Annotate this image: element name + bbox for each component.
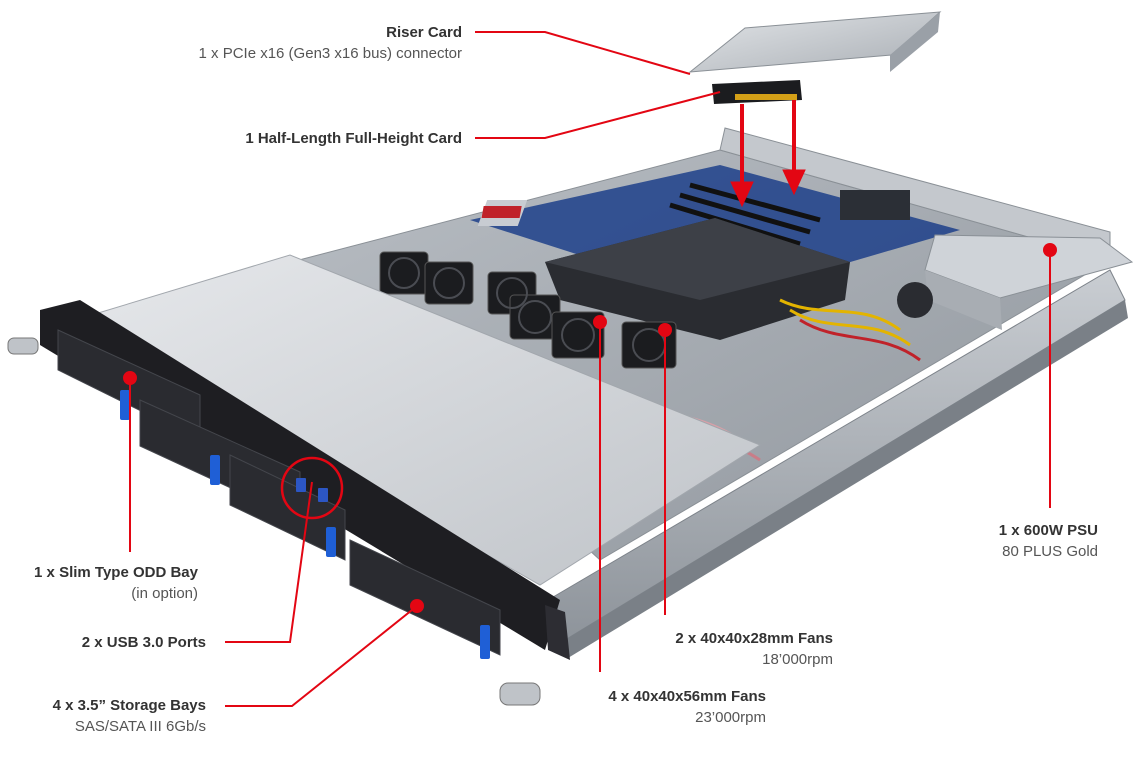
storage-bays-sub: SAS/SATA III 6Gb/s	[74, 718, 206, 735]
power-supply-unit	[897, 234, 1134, 330]
storage-bays-title: 4 x 3.5” Storage Bays	[52, 697, 206, 714]
fans-28mm-sub: 18’000rpm	[762, 651, 833, 668]
callout-half-length-card: 1 Half-Length Full-Height Card	[100, 128, 462, 149]
psu-sub: 80 PLUS Gold	[1002, 543, 1098, 560]
usb-highlight-ring	[280, 456, 344, 520]
rack-handles	[7, 337, 541, 706]
riser-card-title: Riser Card	[386, 24, 462, 41]
expansion-slots	[669, 182, 821, 247]
callout-odd-bay: 1 x Slim Type ODD Bay (in option)	[0, 562, 198, 604]
callout-fans-28mm: 2 x 40x40x28mm Fans 18’000rpm	[600, 628, 833, 670]
chassis-rear-wall	[719, 127, 1111, 261]
usb-ports-title: 2 x USB 3.0 Ports	[81, 634, 206, 651]
air-shroud	[545, 218, 850, 340]
callout-leader-lines	[129, 31, 1051, 707]
callout-riser-card: Riser Card 1 x PCIe x16 (Gen3 x16 bus) c…	[100, 22, 462, 64]
half-length-card-title: 1 Half-Length Full-Height Card	[245, 130, 462, 147]
callout-storage-bays: 4 x 3.5” Storage Bays SAS/SATA III 6Gb/s	[0, 695, 206, 737]
odd-bay-sub: (in option)	[131, 585, 198, 602]
fan-array	[379, 251, 677, 369]
riser-card-sub: 1 x PCIe x16 (Gen3 x16 bus) connector	[198, 45, 462, 62]
riser-install-arrows	[730, 100, 806, 208]
fans-56mm-sub: 23’000rpm	[695, 709, 766, 726]
fans-56mm-title: 4 x 40x40x56mm Fans	[608, 688, 766, 705]
riser-card	[688, 11, 942, 104]
callout-usb-ports: 2 x USB 3.0 Ports	[0, 632, 206, 653]
psu-title: 1 x 600W PSU	[998, 522, 1098, 539]
fans-28mm-title: 2 x 40x40x28mm Fans	[675, 630, 833, 647]
callout-markers	[123, 243, 1057, 613]
callout-fans-56mm: 4 x 40x40x56mm Fans 23’000rpm	[540, 686, 766, 728]
odd-bay-title: 1 x Slim Type ODD Bay	[34, 564, 198, 581]
callout-psu: 1 x 600W PSU 80 PLUS Gold	[900, 520, 1098, 562]
